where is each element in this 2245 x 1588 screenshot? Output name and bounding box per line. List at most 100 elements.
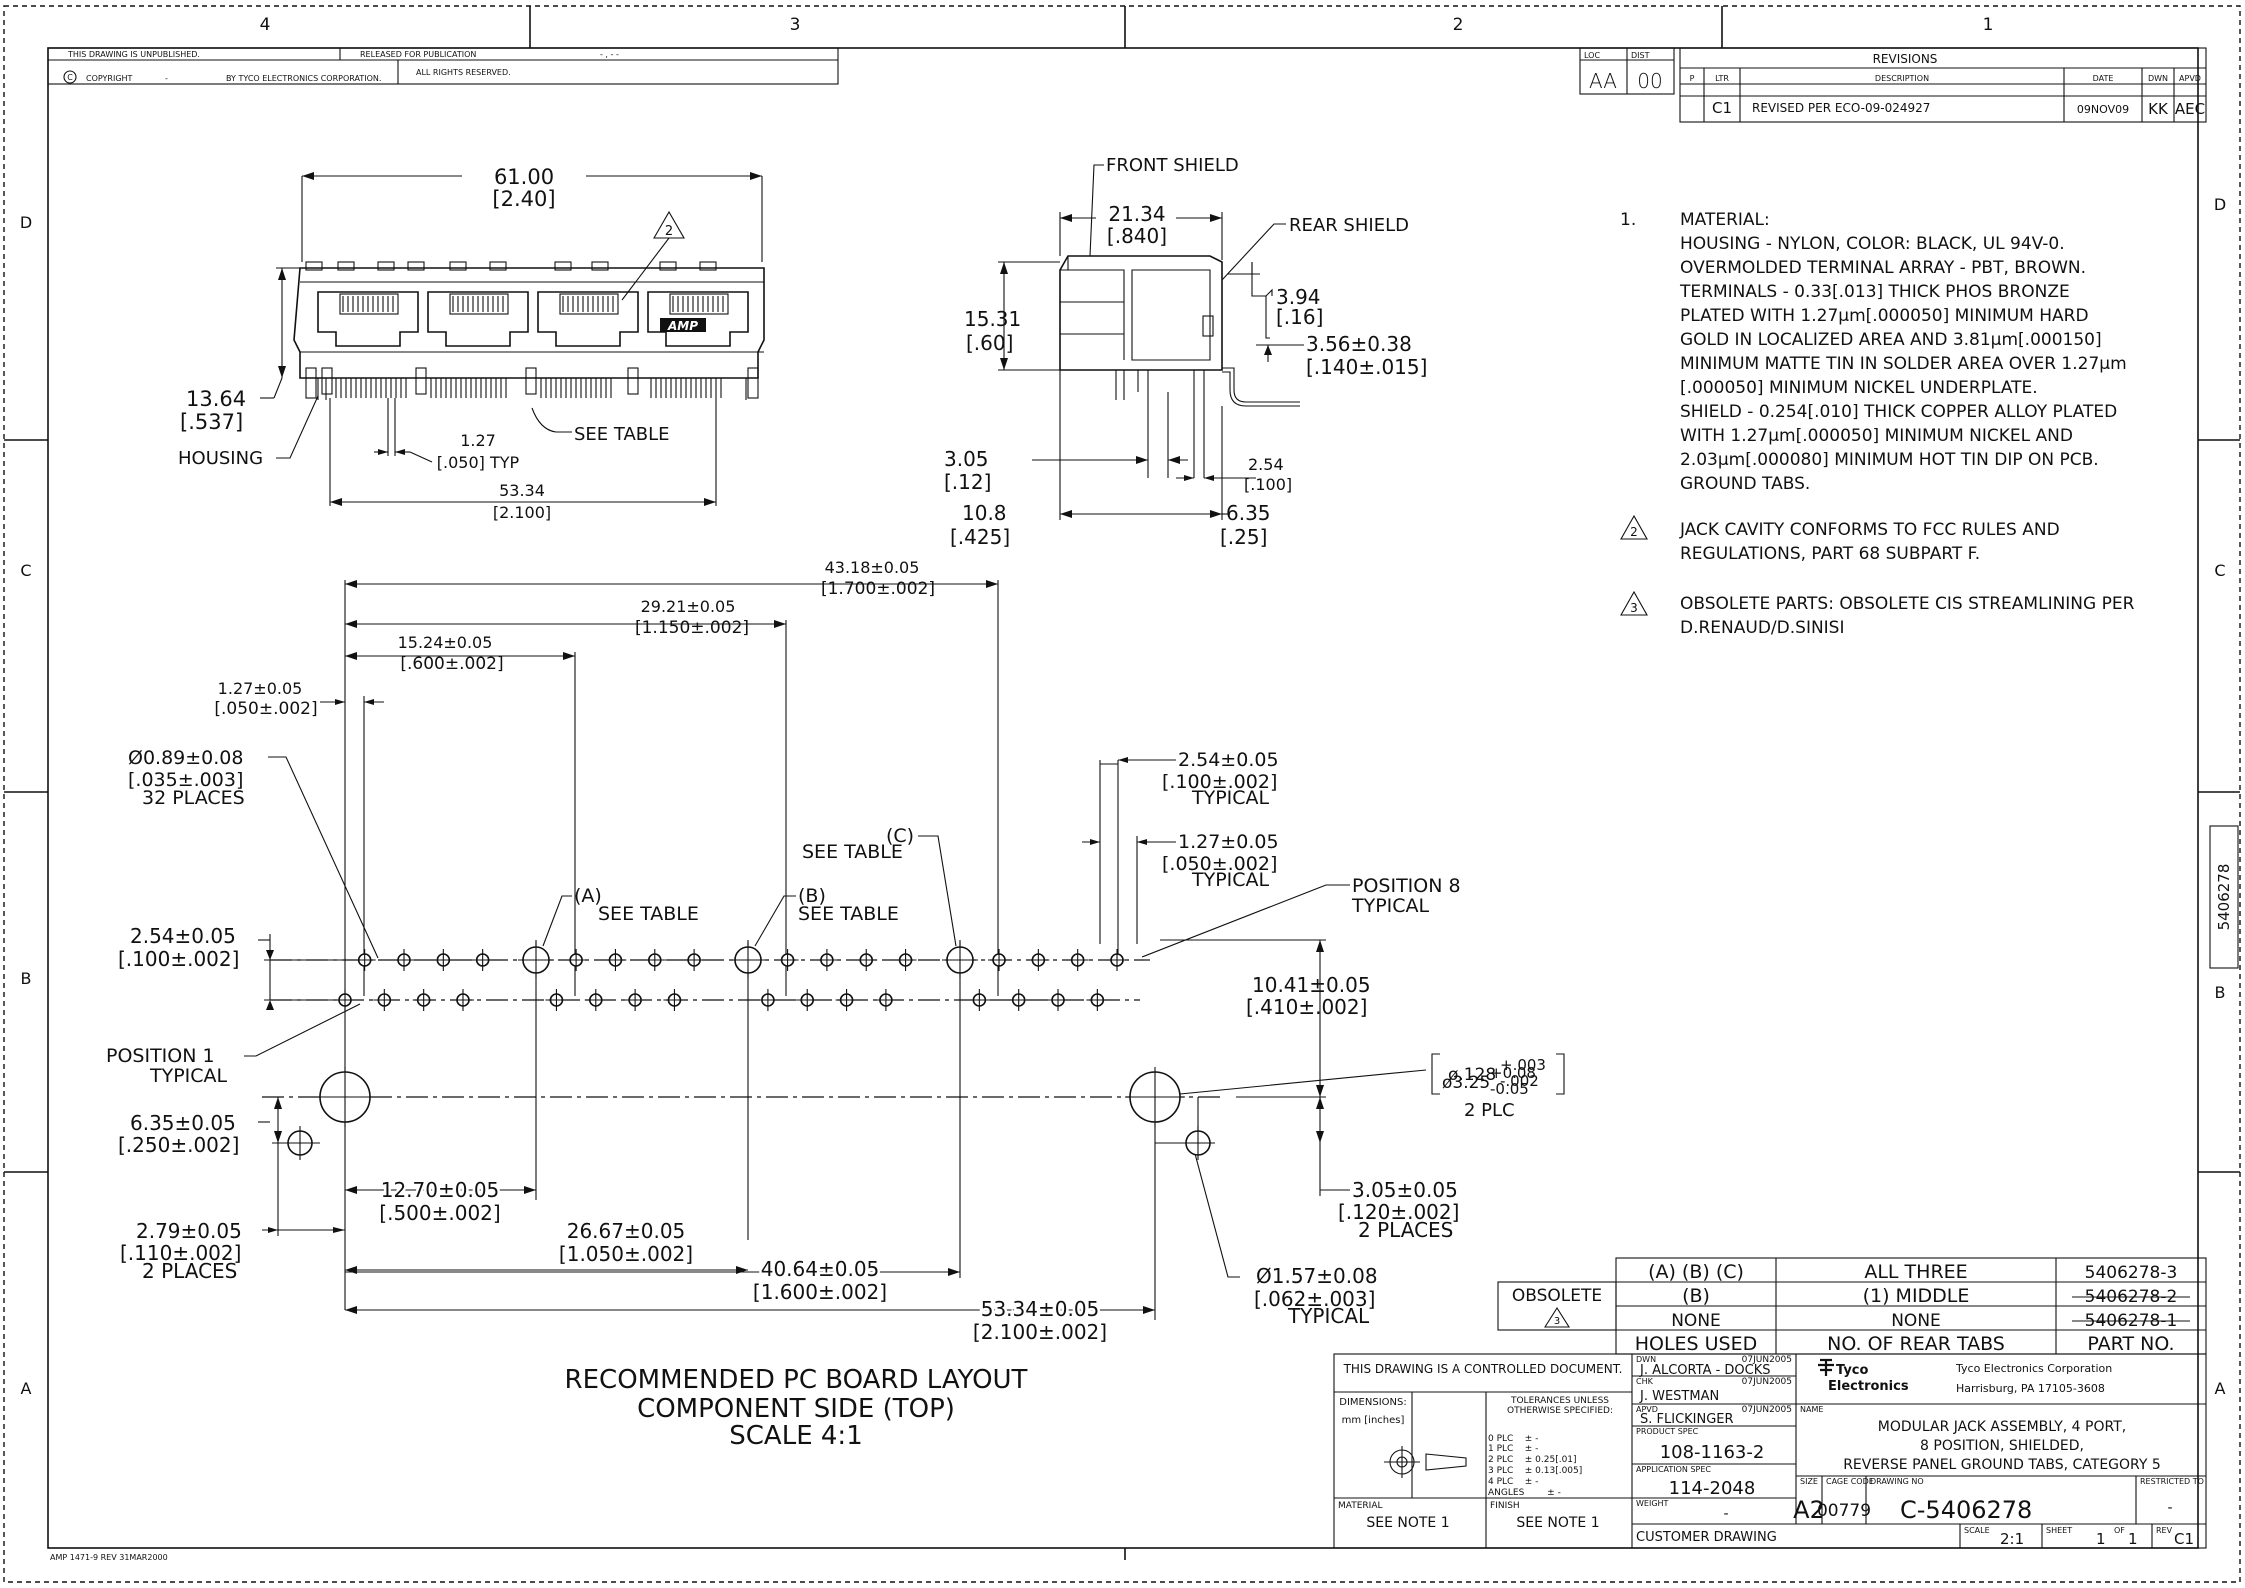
rev-header-ltr: LTR bbox=[1715, 74, 1729, 83]
note-1-line: WITH 1.27μm[.000050] MINIMUM NICKEL AND bbox=[1680, 426, 2073, 446]
side-d7-mm: 10.8 bbox=[962, 501, 1007, 525]
note-2-line: REGULATIONS, PART 68 SUBPART F. bbox=[1680, 544, 1980, 564]
zone-right-c: C bbox=[2214, 561, 2225, 580]
signal-hole-crosshair bbox=[545, 989, 568, 1011]
note-3-line: OBSOLETE PARTS: OBSOLETE CIS STREAMLININ… bbox=[1680, 594, 2135, 614]
signal-hole-crosshair bbox=[663, 989, 686, 1011]
tab-table: OBSOLETE 3 (A) (B) (C) ALL THREE 5406278… bbox=[1497, 1257, 2207, 1355]
signal-hole-crosshair bbox=[334, 989, 356, 1011]
note-1-line: TERMINALS - 0.33[.013] THICK PHOS BRONZE bbox=[1679, 282, 2070, 302]
weight-label: WEIGHT bbox=[1636, 1499, 1669, 1508]
zone-left-d: D bbox=[20, 213, 32, 232]
rev-header-dwn: DWN bbox=[2148, 74, 2168, 83]
chk-name: J. WESTMAN bbox=[1639, 1389, 1719, 1404]
material-label: MATERIAL bbox=[1338, 1501, 1383, 1511]
see-c-letter: (C) bbox=[886, 825, 914, 847]
dim-127a-mm: 1.27±0.05 bbox=[218, 679, 303, 698]
restricted-label: RESTRICTED TO bbox=[2140, 1477, 2204, 1486]
front-width-mm: 61.00 bbox=[494, 165, 554, 189]
side-part-number: 5406278 bbox=[2215, 864, 2233, 931]
side-d7-in: [.425] bbox=[950, 525, 1010, 549]
dim-2667-in: [1.050±.002] bbox=[559, 1242, 693, 1266]
tab-row-2-holes: (B) bbox=[1682, 1285, 1710, 1307]
rev-row-ltr: C1 bbox=[1712, 99, 1732, 117]
form-number: AMP 1471-9 REV 31MAR2000 bbox=[50, 1553, 168, 1562]
dim-4318-mm: 43.18±0.05 bbox=[825, 558, 920, 577]
copyright-by: BY TYCO ELECTRONICS CORPORATION. bbox=[226, 74, 381, 83]
drawing-title-2: 8 POSITION, SHIELDED, bbox=[1920, 1438, 2084, 1454]
dim-279-mm: 2.79±0.05 bbox=[136, 1219, 242, 1243]
signal-hole-crosshair bbox=[412, 989, 435, 1011]
obsolete-flag-icon bbox=[1544, 1306, 1570, 1328]
dim-127b-in: [.050±.002] bbox=[1162, 853, 1277, 875]
name-label: NAME bbox=[1800, 1405, 1823, 1414]
signal-hole-crosshair bbox=[1066, 949, 1089, 971]
signal-hole-crosshair bbox=[815, 949, 838, 971]
dim-254b-mm: 2.54±0.05 bbox=[130, 924, 236, 948]
note-2-number: 2 bbox=[1630, 525, 1638, 539]
signal-hole-crosshair bbox=[643, 949, 666, 971]
signal-hole-crosshair bbox=[874, 989, 897, 1011]
dwgno-value: C-5406278 bbox=[1900, 1496, 2032, 1524]
restricted-value: - bbox=[2167, 1500, 2172, 1516]
svg-text:C: C bbox=[67, 73, 73, 82]
zone-right-d: D bbox=[2214, 195, 2226, 214]
dim-325-count: 2 PLC bbox=[1464, 1100, 1515, 1121]
side-d1-in: [.840] bbox=[1107, 224, 1167, 248]
note-3-number: 3 bbox=[1630, 601, 1638, 615]
note-1-line: GROUND TABS. bbox=[1680, 474, 1810, 494]
logo-line-1: Tyco bbox=[1836, 1363, 1869, 1378]
signal-hole-crosshair bbox=[392, 949, 415, 971]
dwn-date: 07JUN2005 bbox=[1742, 1355, 1792, 1365]
side-d1-mm: 21.34 bbox=[1108, 202, 1165, 226]
pos1-typ: TYPICAL bbox=[149, 1065, 228, 1087]
note-2-line: JACK CAVITY CONFORMS TO FCC RULES AND bbox=[1679, 520, 2060, 540]
note-1-line: MINIMUM MATTE TIN IN SOLDER AREA OVER 1.… bbox=[1680, 354, 2127, 374]
dim-635-mm: 6.35±0.05 bbox=[130, 1111, 236, 1135]
dimensions-label: DIMENSIONS: bbox=[1339, 1397, 1406, 1408]
cage-label: CAGE CODE bbox=[1826, 1477, 1874, 1486]
signal-hole-crosshair bbox=[776, 949, 799, 971]
side-d2-in: [.60] bbox=[966, 331, 1013, 355]
prod-spec-value: 108-1163-2 bbox=[1660, 1442, 1765, 1463]
zone-top-1: 1 bbox=[1983, 15, 1994, 35]
see-table-label: SEE TABLE bbox=[574, 424, 670, 445]
rj45-port-1 bbox=[317, 291, 419, 347]
size-label: SIZE bbox=[1800, 1477, 1818, 1486]
chk-label: CHK bbox=[1636, 1377, 1654, 1386]
note-1-line: OVERMOLDED TERMINAL ARRAY - PBT, BROWN. bbox=[1680, 258, 2086, 278]
dwn-name: J. ALCORTA - DOCKS bbox=[1639, 1363, 1771, 1378]
header-strip: THIS DRAWING IS UNPUBLISHED. RELEASED FO… bbox=[47, 47, 839, 85]
tab-row-1-holes: (A) (B) (C) bbox=[1648, 1261, 1744, 1283]
note-1-line: [.000050] MINIMUM NICKEL UNDERPLATE. bbox=[1680, 378, 2038, 398]
dim-325-up: +0.08 bbox=[1490, 1064, 1536, 1082]
finish-value: SEE NOTE 1 bbox=[1516, 1515, 1599, 1531]
tol-row: 0 PLC ± - bbox=[1488, 1434, 1538, 1444]
weight-value: - bbox=[1723, 1506, 1728, 1522]
drawing-title-3: REVERSE PANEL GROUND TABS, CATEGORY 5 bbox=[1843, 1457, 2161, 1473]
signal-hole-crosshair bbox=[373, 989, 396, 1011]
pcb-layout: 43.18±0.05 [1.700±.002] 29.21±0.05 [1.15… bbox=[106, 558, 1565, 1451]
span-mm: 53.34 bbox=[499, 481, 545, 500]
dim-5334-mm: 53.34±0.05 bbox=[981, 1297, 1100, 1321]
scale-value: 2:1 bbox=[2000, 1530, 2024, 1548]
tol-row: ANGLES ± - bbox=[1488, 1488, 1561, 1498]
note-1-number: 1. bbox=[1620, 210, 1636, 230]
released-text: RELEASED FOR PUBLICATION bbox=[360, 50, 476, 59]
signal-hole-crosshair bbox=[988, 949, 1011, 971]
dim-254b-in: [.100±.002] bbox=[118, 947, 239, 971]
front-height-in: [.537] bbox=[180, 410, 243, 434]
dim-254a-typ: TYPICAL bbox=[1191, 787, 1270, 809]
dist-value: 00 bbox=[1637, 69, 1662, 93]
signal-hole-crosshair bbox=[968, 989, 991, 1011]
app-spec-value: 114-2048 bbox=[1669, 1478, 1756, 1499]
zone-top-2: 2 bbox=[1453, 15, 1464, 35]
scale-label: SCALE bbox=[1964, 1526, 1990, 1535]
see-a-label: SEE TABLE bbox=[598, 903, 699, 925]
dim-157-dia: Ø1.57±0.08 bbox=[1256, 1264, 1378, 1288]
dim-1524-in: [.600±.002] bbox=[400, 654, 503, 674]
dim-127b-typ: TYPICAL bbox=[1191, 869, 1270, 891]
see-a-letter: (A) bbox=[574, 885, 602, 907]
dim-1270-mm: 12.70±0.05 bbox=[381, 1178, 500, 1202]
side-d4-in: [.140±.015] bbox=[1306, 355, 1427, 379]
